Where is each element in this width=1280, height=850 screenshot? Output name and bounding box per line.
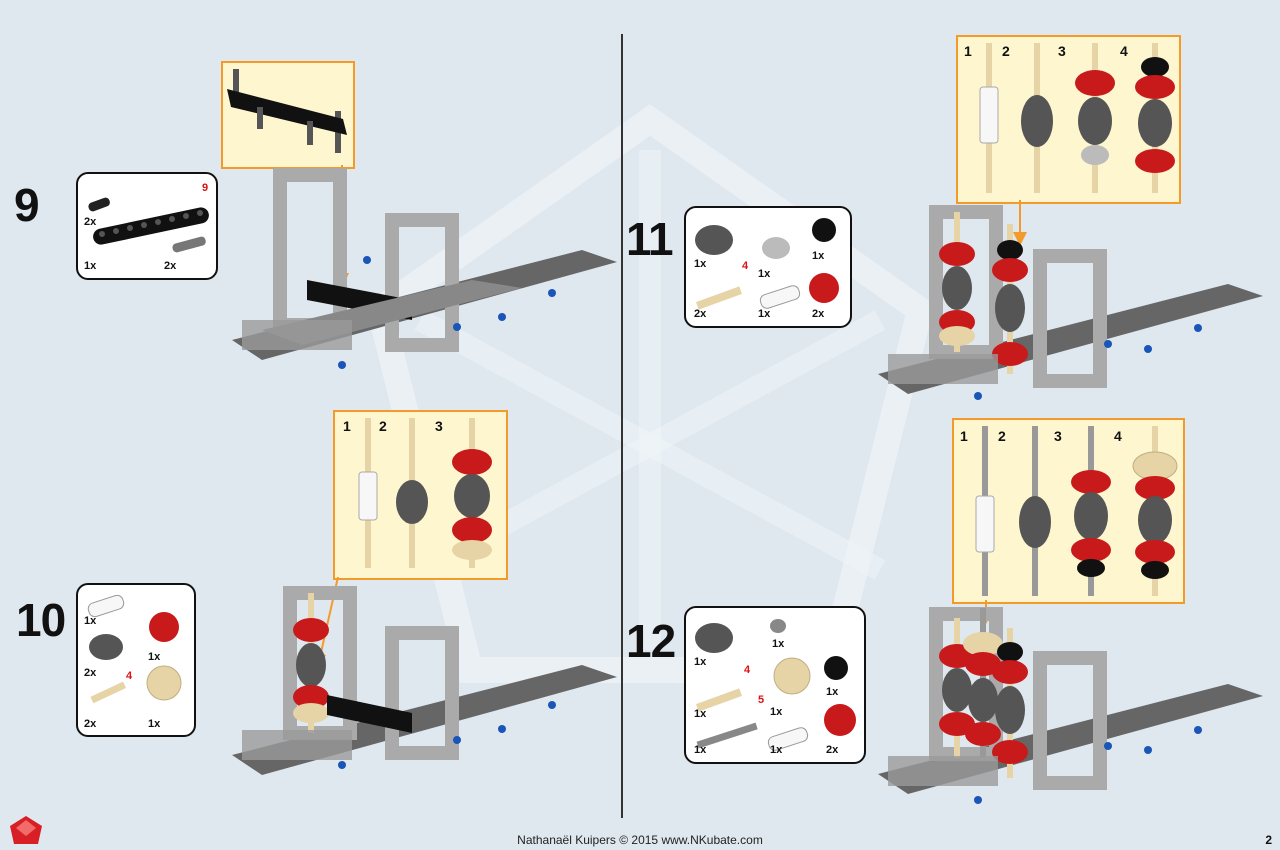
sub-step-label: 1 bbox=[960, 428, 968, 444]
step-12-number: 12 bbox=[626, 615, 676, 667]
step-12-callout-art bbox=[975, 426, 1178, 596]
step-9-parts-box: 2x 1x 2x 9 bbox=[76, 172, 218, 280]
step-11-parts-box: 1x 1x 1x 2x 1x 2x 4 bbox=[684, 206, 852, 328]
step-9-parts-art bbox=[88, 197, 209, 253]
part-qty: 1x bbox=[770, 744, 783, 756]
sub-step-label: 3 bbox=[1058, 43, 1066, 59]
sub-step-label: 1 bbox=[964, 43, 972, 59]
axle-length-label: 4 bbox=[126, 670, 133, 682]
step-9-number: 9 bbox=[14, 179, 40, 231]
column-divider bbox=[621, 34, 623, 818]
axle-length-label: 5 bbox=[758, 694, 765, 706]
step-12-model bbox=[878, 607, 1263, 804]
part-qty: 1x bbox=[812, 250, 825, 262]
part-qty: 1x bbox=[694, 258, 707, 270]
sub-step-label: 3 bbox=[1054, 428, 1062, 444]
sub-step-label: 4 bbox=[1120, 43, 1128, 59]
footer-credit: Nathanaël Kuipers © 2015 www.NKubate.com bbox=[517, 833, 763, 847]
step-12-parts-art bbox=[695, 619, 856, 751]
sub-step-label: 4 bbox=[1114, 428, 1122, 444]
part-qty: 1x bbox=[84, 260, 97, 272]
part-qty: 2x bbox=[826, 744, 839, 756]
part-qty: 2x bbox=[84, 667, 97, 679]
step-10-callout-art bbox=[358, 418, 492, 568]
sub-step-label: 3 bbox=[435, 418, 443, 434]
part-qty: 2x bbox=[164, 260, 177, 272]
step-10-callout: 1 2 3 bbox=[333, 410, 508, 580]
step-10-model bbox=[232, 586, 617, 775]
step-10-number: 10 bbox=[16, 594, 66, 646]
sub-step-label: 1 bbox=[343, 418, 351, 434]
part-qty: 1x bbox=[148, 718, 161, 730]
part-qty: 1x bbox=[772, 638, 785, 650]
part-qty: 2x bbox=[812, 308, 825, 320]
step-10-parts-art bbox=[87, 594, 182, 704]
axle-length-label: 4 bbox=[742, 260, 749, 272]
page-number: 2 bbox=[1265, 833, 1272, 847]
part-qty: 1x bbox=[148, 651, 161, 663]
sub-step-label: 2 bbox=[998, 428, 1006, 444]
step-10-parts-box: 1x 2x 1x 2x 1x 4 bbox=[76, 583, 196, 737]
part-qty: 1x bbox=[826, 686, 839, 698]
step-11-arrow bbox=[1013, 200, 1027, 246]
sub-step-label: 2 bbox=[379, 418, 387, 434]
axle-length-label: 4 bbox=[744, 664, 751, 676]
part-qty: 1x bbox=[770, 706, 783, 718]
part-qty: 1x bbox=[694, 744, 707, 756]
step-12-parts-box: 1x 1x 1x 1x 1x 1x 1x 2x 4 5 bbox=[684, 606, 866, 764]
step-9-callout bbox=[221, 61, 355, 169]
part-qty: 1x bbox=[758, 308, 771, 320]
step-11-number: 11 bbox=[626, 213, 674, 265]
step-11-model bbox=[878, 205, 1263, 400]
step-11-parts-art bbox=[695, 218, 839, 310]
nkubate-logo-icon bbox=[10, 816, 42, 844]
part-qty: 1x bbox=[694, 656, 707, 668]
step-11-callout: 1 2 3 4 bbox=[956, 35, 1181, 204]
step-9-model bbox=[232, 168, 617, 369]
beam-length-label: 9 bbox=[202, 182, 209, 194]
part-qty: 2x bbox=[84, 216, 97, 228]
step-12-callout: 1 2 3 4 bbox=[952, 418, 1185, 604]
sub-step-label: 2 bbox=[1002, 43, 1010, 59]
part-qty: 1x bbox=[694, 708, 707, 720]
step-11-callout-art bbox=[979, 43, 1175, 193]
part-qty: 1x bbox=[758, 268, 771, 280]
part-qty: 2x bbox=[84, 718, 97, 730]
part-qty: 2x bbox=[694, 308, 707, 320]
step-9-callout-art bbox=[227, 69, 347, 153]
part-qty: 1x bbox=[84, 615, 97, 627]
